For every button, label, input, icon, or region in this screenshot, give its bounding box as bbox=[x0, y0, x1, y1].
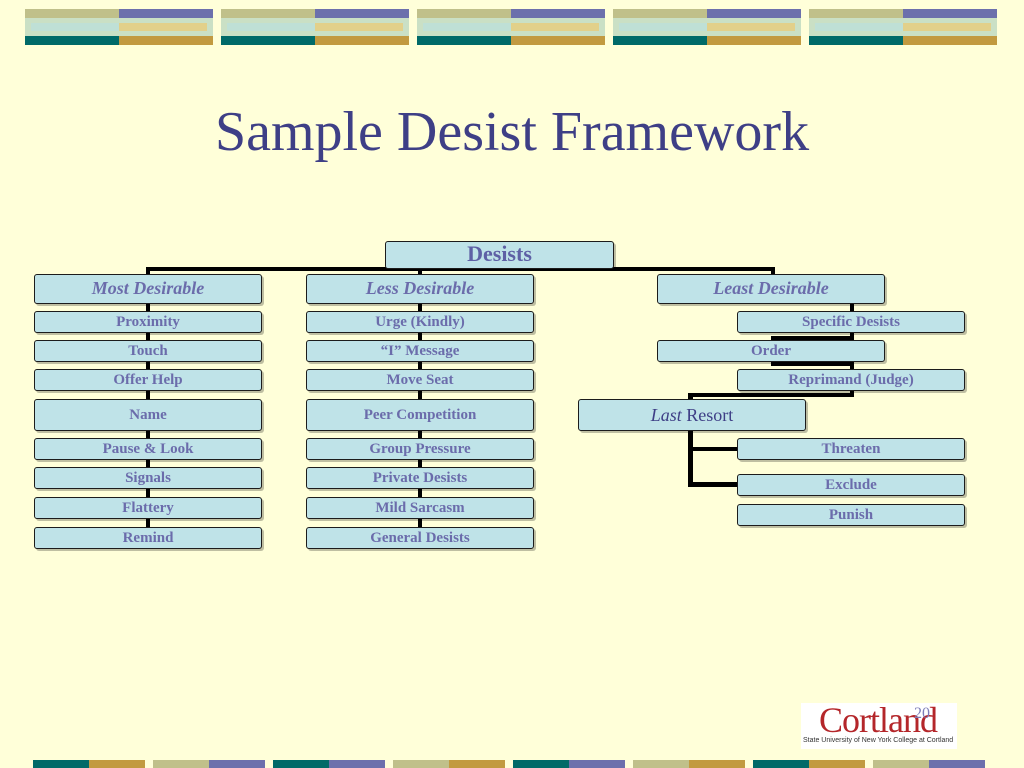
exclude-connector bbox=[688, 482, 738, 487]
least-desirable-header: Least Desirable bbox=[657, 274, 885, 304]
less-item-general-desists: General Desists bbox=[306, 527, 534, 549]
most-item-signals: Signals bbox=[34, 467, 262, 489]
least-item-reprimand: Reprimand (Judge) bbox=[737, 369, 965, 391]
least-item-specific-desists: Specific Desists bbox=[737, 311, 965, 333]
less-desirable-header: Less Desirable bbox=[306, 274, 534, 304]
footer-decoration bbox=[569, 760, 625, 768]
least-item-order: Order bbox=[657, 340, 885, 362]
header-decoration bbox=[613, 9, 801, 45]
header-decoration bbox=[221, 9, 409, 45]
header-decoration bbox=[809, 9, 997, 45]
last-resort-spine bbox=[688, 393, 693, 487]
root-connector bbox=[146, 267, 774, 271]
footer-decoration bbox=[929, 760, 985, 768]
most-item-name: Name bbox=[34, 399, 262, 431]
logo-name: Cortland bbox=[819, 700, 938, 740]
less-item-private-desists: Private Desists bbox=[306, 467, 534, 489]
less-item-i-message: “I” Message bbox=[306, 340, 534, 362]
footer-decoration bbox=[153, 760, 209, 768]
footer-decoration bbox=[633, 760, 689, 768]
footer-decoration bbox=[273, 760, 329, 768]
footer-decoration bbox=[513, 760, 569, 768]
footer-decoration bbox=[753, 760, 809, 768]
least-branch-order2 bbox=[771, 362, 854, 366]
most-desirable-header: Most Desirable bbox=[34, 274, 262, 304]
less-item-move-seat: Move Seat bbox=[306, 369, 534, 391]
cortland-logo: Cortland State University of New York Co… bbox=[801, 700, 957, 749]
last-item-exclude: Exclude bbox=[737, 474, 965, 496]
footer-decoration bbox=[449, 760, 505, 768]
last-resort-prefix: Last bbox=[650, 405, 682, 425]
most-item-flattery: Flattery bbox=[34, 497, 262, 519]
footer-decoration bbox=[393, 760, 449, 768]
less-item-mild-sarcasm: Mild Sarcasm bbox=[306, 497, 534, 519]
footer-decoration bbox=[689, 760, 745, 768]
logo-subtitle: State University of New York College at … bbox=[803, 737, 954, 744]
footer-decoration bbox=[33, 760, 89, 768]
least-branch-order bbox=[771, 336, 854, 340]
most-item-touch: Touch bbox=[34, 340, 262, 362]
threaten-connector bbox=[688, 447, 738, 451]
last-resort-suffix: Resort bbox=[681, 405, 734, 425]
most-item-pause-look: Pause & Look bbox=[34, 438, 262, 460]
footer-decoration bbox=[209, 760, 265, 768]
last-resort-branch bbox=[690, 393, 854, 397]
less-item-peer-competition: Peer Competition bbox=[306, 399, 534, 431]
header-decoration bbox=[25, 9, 213, 45]
least-connector bbox=[771, 267, 775, 279]
slide-title: Sample Desist Framework bbox=[214, 101, 810, 163]
most-item-proximity: Proximity bbox=[34, 311, 262, 333]
footer-decoration bbox=[809, 760, 865, 768]
footer-decoration bbox=[329, 760, 385, 768]
footer-decoration bbox=[873, 760, 929, 768]
page-number: 20 bbox=[914, 705, 930, 722]
last-item-threaten: Threaten bbox=[737, 438, 965, 460]
footer-decoration bbox=[89, 760, 145, 768]
last-item-punish: Punish bbox=[737, 504, 965, 526]
header-decoration bbox=[417, 9, 605, 45]
most-item-offer-help: Offer Help bbox=[34, 369, 262, 391]
root-node: Desists bbox=[385, 241, 614, 269]
less-item-group-pressure: Group Pressure bbox=[306, 438, 534, 460]
most-item-remind: Remind bbox=[34, 527, 262, 549]
last-resort-node: Last Resort bbox=[578, 399, 806, 431]
less-item-urge: Urge (Kindly) bbox=[306, 311, 534, 333]
